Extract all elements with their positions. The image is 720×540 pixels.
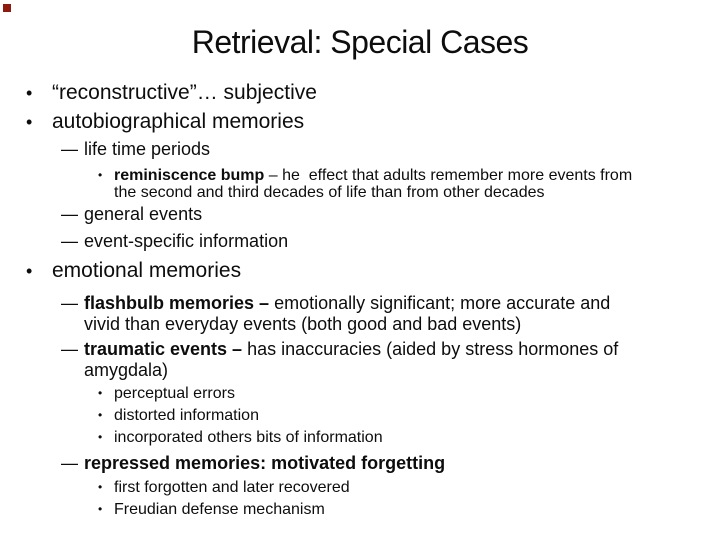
list-item-text: emotionally significant; more accurate a… xyxy=(84,293,611,334)
list-item-level2: –event-specific information xyxy=(61,231,720,252)
list-item-text: autobiographical memories xyxy=(52,110,305,133)
list-item-text: distorted information xyxy=(114,407,259,424)
dash-icon: – xyxy=(61,293,79,313)
list-item-text: emotional memories xyxy=(52,259,242,282)
list-item-bold-text: traumatic events – xyxy=(84,339,243,359)
list-item-level3: • perceptual errors xyxy=(98,385,714,402)
list-item-text: – he effect that adults remember more ev… xyxy=(114,167,633,201)
list-item-text: perceptual errors xyxy=(114,385,235,402)
list-item-text: incorporated others bits of information xyxy=(114,429,383,446)
bullet-icon: • xyxy=(98,430,103,444)
bullet-icon: • xyxy=(98,502,103,516)
list-item-bold-text: reminiscence bump xyxy=(114,167,265,184)
slide-title: Retrieval: Special Cases xyxy=(191,24,529,60)
list-item-level1: • emotional memories xyxy=(26,258,692,284)
dash-icon: – xyxy=(61,453,79,473)
dash-icon: – xyxy=(61,231,79,251)
list-item-level2: –traumatic events – has inaccuracies (ai… xyxy=(61,339,720,381)
dash-icon: – xyxy=(61,139,79,159)
list-item-level1: • “reconstructive”… subjective xyxy=(26,80,692,106)
list-item-level1: • autobiographical memories xyxy=(26,109,692,135)
list-item-text: first forgotten and later recovered xyxy=(114,479,350,496)
dash-icon: – xyxy=(61,339,79,359)
bullet-icon: • xyxy=(98,386,103,400)
list-item-bold-text: repressed memories: motivated forgetting xyxy=(84,453,446,473)
bullet-icon: • xyxy=(26,83,33,103)
dash-icon: – xyxy=(61,204,79,224)
list-item-level3: • incorporated others bits of information xyxy=(98,429,714,446)
list-item-level3: • distorted information xyxy=(98,407,714,424)
bullet-icon: • xyxy=(98,168,103,182)
list-item-level2: –flashbulb memories – emotionally signif… xyxy=(61,293,720,335)
bullet-icon: • xyxy=(98,408,103,422)
bullet-icon: • xyxy=(98,480,103,494)
list-item-text: Freudian defense mechanism xyxy=(114,501,325,518)
list-item-text: general events xyxy=(84,204,203,224)
list-item-bold-text: flashbulb memories – xyxy=(84,293,270,313)
list-item-text: life time periods xyxy=(84,139,211,159)
list-item-level3: • first forgotten and later recovered xyxy=(98,479,714,496)
list-item-text: event-specific information xyxy=(84,231,289,251)
bullet-icon: • xyxy=(26,261,33,281)
bullet-icon: • xyxy=(26,112,33,132)
list-item-level3: • Freudian defense mechanism xyxy=(98,501,714,518)
list-item-level2: –general events xyxy=(61,204,720,225)
list-item-level2: –repressed memories: motivated forgettin… xyxy=(61,453,720,474)
list-item-level2: –life time periods xyxy=(61,139,720,160)
list-item-text: has inaccuracies (aided by stress hormon… xyxy=(84,339,619,380)
red-corner-marker xyxy=(3,4,11,12)
list-item-level3: • reminiscence bump – he effect that adul… xyxy=(98,167,714,201)
list-item-text: “reconstructive”… subjective xyxy=(52,81,317,104)
